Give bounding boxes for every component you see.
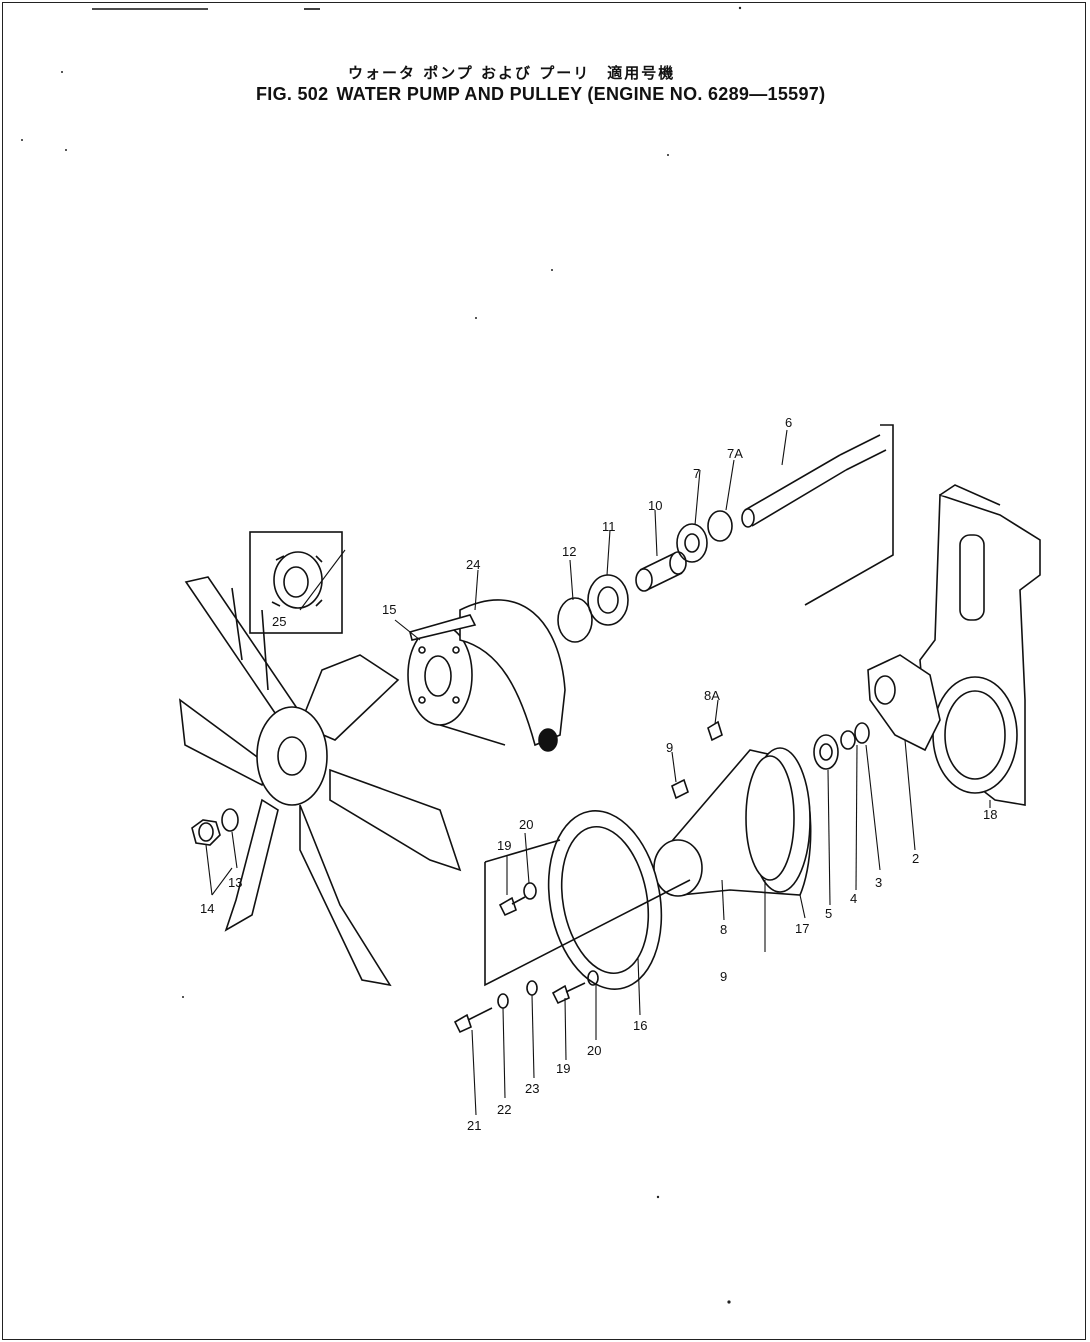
label-19a: 19: [497, 838, 511, 853]
cover-part-16: [547, 810, 663, 990]
label-12: 12: [562, 544, 576, 559]
axis-line: [484, 862, 691, 987]
label-4: 4: [850, 891, 857, 906]
label-16: 16: [633, 1018, 647, 1033]
pump-body-part-8: [653, 747, 812, 897]
fan-blade: [179, 698, 269, 787]
fan-spacer-part-25: [271, 551, 323, 609]
figure-title: WATER PUMP AND PULLEY (ENGINE NO. 6289—1…: [336, 84, 826, 104]
axis-line: [484, 839, 561, 863]
scan-specks: [21, 6, 742, 1304]
plug-part-8A: [707, 720, 723, 742]
label-23: 23: [525, 1081, 539, 1096]
inset-box: [249, 531, 343, 634]
label-8: 8: [720, 922, 727, 937]
pump-shaft-part-6: [741, 434, 887, 528]
spacer-part-10: [635, 551, 687, 592]
title-japanese: ウォータ ポンプ および プーリ 適用号機: [348, 64, 676, 82]
label-20b: 20: [587, 1043, 601, 1058]
bolt-part-21: [453, 1007, 493, 1034]
belt-pulley-part-24: [409, 599, 566, 752]
pump-housing-part-18: [919, 484, 1041, 806]
label-22: 22: [497, 1102, 511, 1117]
figure-number: FIG. 502: [256, 84, 329, 104]
label-9b: 9: [720, 969, 727, 984]
bearing-part-7: [676, 523, 708, 563]
impeller-part-2: [867, 654, 941, 752]
label-15: 15: [382, 602, 396, 617]
label-8a: 8A: [704, 688, 720, 703]
label-21: 21: [467, 1118, 481, 1133]
part-labels: 6 7A 7 10 11 12 24 15 25 8A 9 20 19 13 1…: [200, 415, 997, 1133]
label-10: 10: [648, 498, 662, 513]
bearing-part-11: [587, 574, 629, 626]
label-14: 14: [200, 901, 214, 916]
seal-part-7A: [707, 510, 733, 542]
label-9: 9: [666, 740, 673, 755]
label-18: 18: [983, 807, 997, 822]
label-7a: 7A: [727, 446, 743, 461]
label-20a: 20: [519, 817, 533, 832]
bolt-part-19: [498, 896, 526, 917]
plug-part-9: [671, 778, 689, 800]
label-2: 2: [912, 851, 919, 866]
label-24: 24: [466, 557, 480, 572]
leader-lines: [205, 429, 991, 1116]
washer-part-13: [221, 808, 239, 832]
seal-part-3: [854, 722, 870, 744]
title-english: FIG. 502 WATER PUMP AND PULLEY (ENGINE NO…: [256, 84, 833, 105]
label-19b: 19: [556, 1061, 570, 1076]
label-11: 11: [602, 519, 616, 534]
label-7: 7: [693, 466, 700, 481]
fan-blade-rib: [231, 587, 269, 691]
bolt-part-19b: [551, 982, 586, 1005]
label-5: 5: [825, 906, 832, 921]
cooling-fan: [179, 576, 462, 987]
fan-blade: [224, 798, 279, 932]
seal-part-5: [813, 734, 839, 770]
fan-blade: [298, 654, 400, 741]
label-25: 25: [272, 614, 286, 629]
fan-blade: [299, 804, 392, 987]
washer-part-20b: [587, 970, 599, 986]
washer-part-22: [497, 993, 509, 1009]
snap-ring-part-12: [557, 597, 593, 643]
label-6: 6: [785, 415, 792, 430]
ring-part-4: [840, 730, 856, 750]
fan-hub-hole: [277, 736, 307, 776]
fan-blade: [329, 768, 462, 872]
washer-part-20: [523, 882, 537, 900]
axis-line: [804, 424, 894, 606]
label-3: 3: [875, 875, 882, 890]
fan-nut-part-14: [191, 819, 221, 846]
label-17: 17: [795, 921, 809, 936]
label-13: 13: [228, 875, 242, 890]
fan-pulley-part-15: [407, 611, 511, 746]
washer-part-23: [526, 980, 538, 996]
